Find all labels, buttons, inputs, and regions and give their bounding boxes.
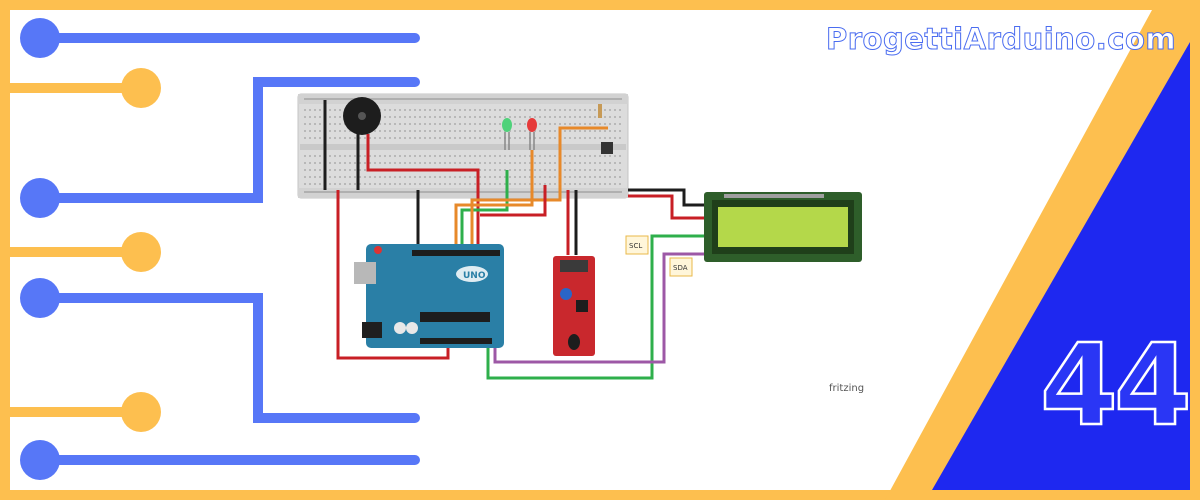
buzzer-icon xyxy=(343,97,381,135)
svg-text:SCL: SCL xyxy=(629,242,642,250)
blue-corner-triangle xyxy=(932,42,1190,490)
push-button xyxy=(601,142,613,154)
svg-text:SDA: SDA xyxy=(673,264,688,272)
sda-label: SDA xyxy=(669,257,693,277)
resistor xyxy=(598,104,602,118)
wires xyxy=(323,100,708,380)
uno-logo-text: UNO xyxy=(463,271,486,281)
arduino-uno-icon: UNO xyxy=(354,244,504,348)
scl-label: SCL xyxy=(625,235,649,255)
lcd-display-icon xyxy=(704,192,862,262)
led-icon xyxy=(502,118,537,150)
fritzing-credit: fritzing xyxy=(829,383,865,394)
episode-number: 44 xyxy=(1039,321,1193,451)
circuit-diagram: UNO SCL SDA xyxy=(297,93,862,380)
sensor-module-icon xyxy=(553,256,595,356)
circuit-traces xyxy=(0,18,420,480)
site-name: ProgettiArduino.com xyxy=(825,22,1177,57)
